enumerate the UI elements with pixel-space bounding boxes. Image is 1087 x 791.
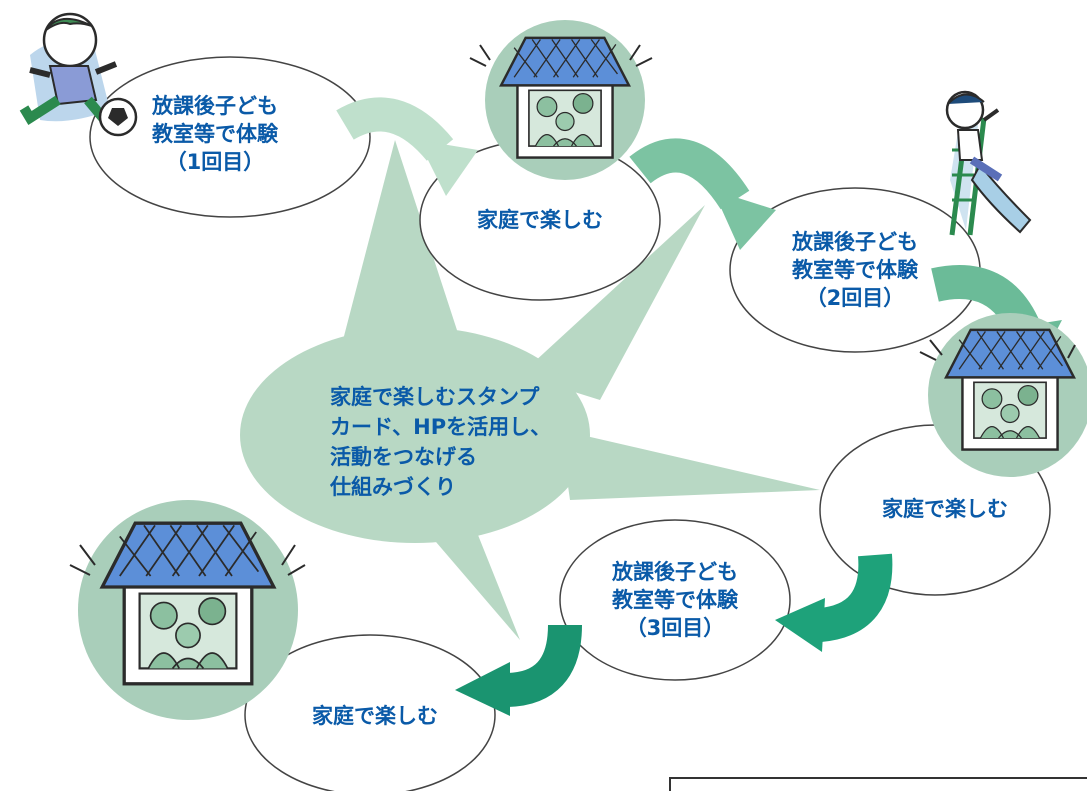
center-bubble-text: 家庭で楽しむスタンプ カード、HPを活用し、 活動をつなげる 仕組みづくり xyxy=(330,382,551,502)
label-line: （2回目） xyxy=(805,286,905,310)
center-line: 活動をつなげる xyxy=(330,445,477,469)
label-line: 教室等で体験 xyxy=(152,122,278,146)
label-line: 放課後子ども xyxy=(612,560,738,584)
label-line: 家庭で楽しむ xyxy=(882,497,1008,521)
family-house-icon xyxy=(919,313,1087,477)
label-home1: 家庭で楽しむ xyxy=(465,206,615,234)
family-house-icon xyxy=(469,20,653,180)
label-exp2: 放課後子ども 教室等で体験 （2回目） xyxy=(775,228,935,312)
label-home3: 家庭で楽しむ xyxy=(300,702,450,730)
label-line: （3回目） xyxy=(625,616,725,640)
bottom-right-frame xyxy=(669,777,1087,791)
label-exp3: 放課後子ども 教室等で体験 （3回目） xyxy=(595,558,755,642)
center-line: 家庭で楽しむスタンプ xyxy=(330,385,540,409)
family-house-icon xyxy=(69,500,306,720)
ellipse-home3 xyxy=(244,634,496,791)
label-line: 家庭で楽しむ xyxy=(312,704,438,728)
slide-boy-icon xyxy=(945,90,1032,236)
label-line: 教室等で体験 xyxy=(792,258,918,282)
arrow-exp1-to-home1 xyxy=(336,97,478,196)
center-line: カード、HPを活用し、 xyxy=(330,415,552,439)
center-line: 仕組みづくり xyxy=(330,475,456,499)
label-home2: 家庭で楽しむ xyxy=(870,495,1020,523)
label-line: 家庭で楽しむ xyxy=(477,208,603,232)
ellipse-exp3 xyxy=(559,519,791,681)
arrow-home1-to-exp2 xyxy=(629,138,776,250)
label-line: 教室等で体験 xyxy=(612,588,738,612)
label-exp1: 放課後子ども 教室等で体験 （1回目） xyxy=(145,92,285,176)
label-line: （1回目） xyxy=(165,150,265,174)
arrow-home2-to-exp3 xyxy=(775,553,893,652)
label-line: 放課後子ども xyxy=(152,94,278,118)
arrow-exp3-to-home3 xyxy=(455,624,582,716)
ellipse-exp1 xyxy=(89,56,371,218)
center-speech-bubble-shape xyxy=(240,140,820,640)
soccer-boy-icon xyxy=(19,12,138,137)
label-line: 放課後子ども xyxy=(792,230,918,254)
